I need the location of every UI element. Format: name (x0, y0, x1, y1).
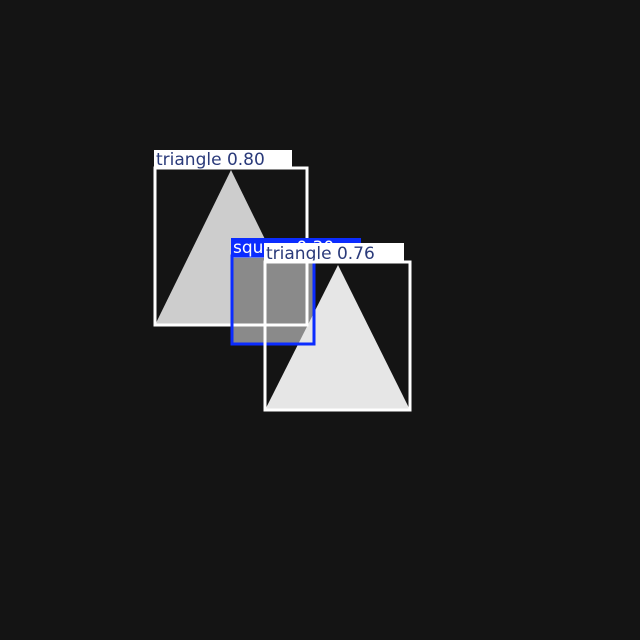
label-background (154, 150, 292, 169)
detection-label: triangle 0.80 (156, 150, 265, 170)
detection-triangle-2: triangle 0.76 (263, 243, 412, 412)
label-background (264, 243, 404, 262)
square-shape (232, 258, 314, 344)
bounding-box (263, 260, 412, 412)
triangle-shape-front (265, 265, 410, 410)
detection-label: triangle 0.76 (266, 244, 375, 264)
